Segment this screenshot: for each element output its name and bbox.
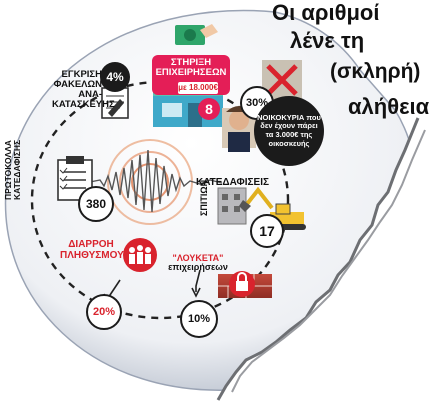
closed-value: 10% (180, 300, 218, 338)
closed-label-line: "ΛΟΥΚΕΤΑ" (172, 253, 224, 263)
approval-label-line: ΕΓΚΡΙΣΗ (61, 69, 102, 80)
support-label-line: ΕΠΙΧΕΙΡΗΣΕΩΝ (155, 66, 227, 78)
protocols-label-line: ΚΑΤΕΔΑΦΙΣΗΣ (11, 139, 22, 200)
support-label: ΣΤΗΡΙΞΗ ΕΠΙΧΕΙΡΗΣΕΩΝ (152, 58, 230, 78)
population-label-line: ΔΙΑΡΡΟΗ (68, 239, 114, 250)
population-label: ΔΙΑΡΡΟΗ ΠΛΗΘΥΣΜΟΥ (60, 239, 124, 261)
title-line-2: λένε τη (290, 28, 365, 53)
approval-label-line: ΑΝΑ- (78, 88, 102, 100)
households-circle: ΝΟΙΚΟΚΥΡΙΑ που δεν έχουν πάρει τα 3.000€… (254, 96, 324, 166)
title-line-4: αλήθεια (348, 94, 430, 119)
population-value: 20% (86, 294, 122, 330)
support-amount: με 18.000€ (178, 83, 218, 92)
demolitions-sublabel: ΣΠΙΤΙΩΝ (199, 179, 209, 216)
approval-label-line: ΦΑΚΕΛΩΝ (53, 78, 102, 90)
closed-label: "ΛΟΥΚΕΤΑ" επιχειρήσεων (168, 253, 228, 273)
support-label-line: ΣΤΗΡΙΞΗ (170, 57, 212, 68)
padlock-icon (218, 271, 272, 298)
dashed-ring (30, 80, 290, 320)
closed-label-line: επιχειρήσεων (168, 262, 228, 273)
support-value: 8 (198, 98, 220, 120)
seismograph-icon (89, 139, 223, 225)
title-line-3: (σκληρή) (330, 60, 421, 83)
households-label-line: οικοσκευής (268, 138, 310, 148)
demolitions-label-line: ΚΑΤΕΔΑΦΙΣΕΙΣ (196, 177, 269, 188)
households-label-line: τα 3.000€ της (265, 130, 313, 139)
approval-value: 4% (100, 62, 130, 92)
demolitions-label: ΚΑΤΕΔΑΦΙΣΕΙΣ (196, 177, 269, 189)
hand-money-icon (175, 24, 218, 45)
protocols-label: ΠΡΩΤΟΚΟΛΛΑ ΚΑΤΕΔΑΦΙΣΗΣ (3, 139, 22, 200)
people-icon (123, 238, 157, 272)
households-label-line: δεν έχουν πάρει (260, 121, 318, 131)
households-label-line: ΝΟΙΚΟΚΥΡΙΑ που (257, 112, 321, 122)
approval-label-line: ΚΑΤΑΣΚΕΥΗΣ (52, 98, 115, 110)
title-line-1: Οι αριθμοί (272, 0, 380, 25)
protocols-value: 380 (78, 186, 114, 222)
population-label-line: ΠΛΗΘΥΣΜΟΥ (60, 249, 124, 261)
worried-man-icon (222, 60, 302, 152)
approval-label: ΕΓΚΡΙΣΗ ΦΑΚΕΛΩΝ ΑΝΑ- ΚΑΤΑΣΚΕΥΗΣ (52, 69, 115, 110)
demolitions-value: 17 (250, 214, 284, 248)
document-icon (101, 87, 129, 119)
crack-icon (218, 118, 430, 400)
